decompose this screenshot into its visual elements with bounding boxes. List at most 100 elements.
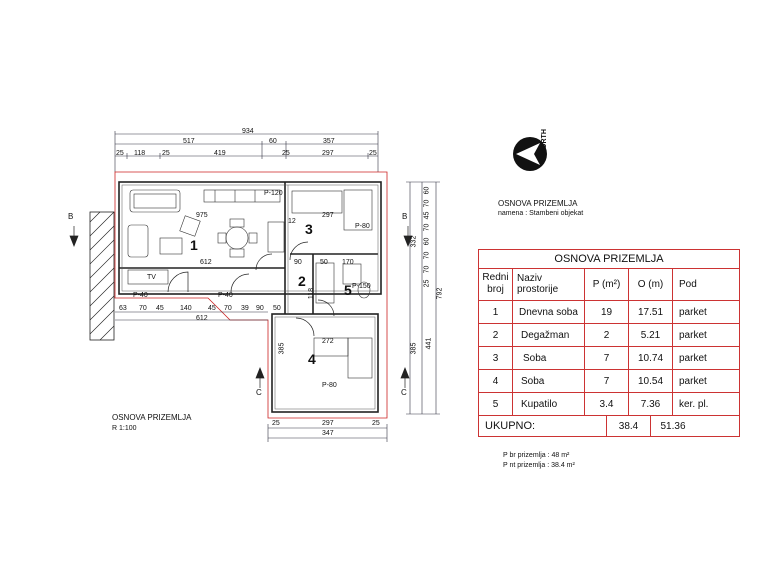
section-label-b-left: B bbox=[68, 212, 74, 221]
dim-right-r2: 70 bbox=[423, 199, 431, 208]
cell-o: 7.36 bbox=[629, 393, 673, 415]
section-markers bbox=[69, 226, 413, 388]
cell-p: 7 bbox=[585, 347, 629, 369]
room-number-5: 5 bbox=[344, 282, 352, 298]
window-label-p80-room4: P-80 bbox=[322, 382, 337, 389]
dim-inner-975: 975 bbox=[196, 212, 208, 219]
dim-right-r3: 45 bbox=[423, 211, 431, 220]
dim-top-t1: 25 bbox=[116, 150, 124, 157]
dim-bottom-b8: 90 bbox=[256, 305, 264, 312]
hatched-wall bbox=[89, 211, 115, 341]
table-header-pod: Pod bbox=[673, 268, 739, 301]
dim-bottom-b5: 45 bbox=[208, 305, 216, 312]
heading-namena: namena : Stambeni objekat bbox=[498, 210, 584, 217]
window-label-p40-right: P-40 bbox=[218, 292, 233, 299]
room-table: OSNOVA PRIZEMLJA Redni broj Naziv prosto… bbox=[478, 249, 740, 437]
table-header-pod-text: Pod bbox=[679, 278, 697, 290]
heading-title: OSNOVA PRIZEMLJA bbox=[498, 199, 578, 208]
room-table-title: OSNOVA PRIZEMLJA bbox=[479, 250, 739, 269]
table-header-o-text: O (m) bbox=[637, 278, 664, 290]
section-label-b-right: B bbox=[402, 212, 408, 221]
window-label-p40-left: P-40 bbox=[133, 292, 148, 299]
dim-top-t6: 297 bbox=[322, 150, 334, 157]
plan-caption-title: OSNOVA PRIZEMLJA bbox=[112, 413, 192, 422]
total-p: 38.4 bbox=[607, 416, 651, 436]
dim-inner-272: 272 bbox=[322, 338, 334, 345]
cell-o: 17.51 bbox=[629, 301, 673, 323]
wall-lines bbox=[118, 181, 382, 413]
dim-top-t2: 118 bbox=[134, 150, 146, 157]
plan-caption-scale: R 1:100 bbox=[112, 425, 137, 432]
cell-name: Dnevna soba bbox=[513, 301, 585, 323]
cell-p: 2 bbox=[585, 324, 629, 346]
dim-bottom-b3: 45 bbox=[156, 305, 164, 312]
window-label-p80-room3: P-80 bbox=[355, 223, 370, 230]
table-row: 5 Kupatilo 3.4 7.36 ker. pl. bbox=[479, 393, 739, 416]
tv-label: TV bbox=[147, 274, 156, 281]
dim-top-c: 357 bbox=[323, 138, 335, 145]
table-row: 3 Soba 7 10.74 parket bbox=[479, 347, 739, 370]
cell-no: 3 bbox=[479, 347, 513, 369]
cell-pod: parket bbox=[679, 306, 707, 318]
cell-p: 7 bbox=[585, 370, 629, 392]
dim-bottom-w1: 25 bbox=[272, 420, 280, 427]
room-number-1: 1 bbox=[190, 237, 198, 253]
cell-p: 19 bbox=[585, 301, 629, 323]
section-label-c-left: C bbox=[256, 388, 262, 397]
cell-pod: parket bbox=[679, 329, 707, 341]
dim-top-t4: 419 bbox=[214, 150, 226, 157]
dim-right-r12: 385 bbox=[410, 342, 418, 355]
cell-pod: parket bbox=[679, 352, 707, 364]
cell-no: 4 bbox=[479, 370, 513, 392]
cell-name: Soba bbox=[513, 347, 585, 369]
dim-inner-297: 297 bbox=[322, 212, 334, 219]
cell-name: Degažman bbox=[513, 324, 585, 346]
bottom-dimension-lines bbox=[115, 311, 388, 442]
top-dimension-lines bbox=[114, 131, 379, 172]
dim-bottom-b7: 39 bbox=[241, 305, 249, 312]
door-label-p120: P-120 bbox=[264, 190, 283, 197]
dim-inner-612: 612 bbox=[200, 259, 212, 266]
right-dimension-lines bbox=[406, 181, 440, 415]
table-header-p: P (m²) bbox=[585, 268, 629, 301]
total-label: UKUPNO: bbox=[479, 416, 607, 436]
dim-top-a: 517 bbox=[183, 138, 195, 145]
cell-pod: ker. pl. bbox=[679, 398, 709, 410]
dim-right-r1: 60 bbox=[423, 186, 431, 195]
dim-right-r4: 70 bbox=[423, 223, 431, 232]
cell-o: 5.21 bbox=[629, 324, 673, 346]
cell-no: 5 bbox=[479, 393, 513, 415]
cell-name: Soba bbox=[513, 370, 585, 392]
dim-top-t5: 25 bbox=[282, 150, 290, 157]
dim-right-r5: 60 bbox=[423, 237, 431, 246]
table-row: 1 Dnevna soba 19 17.51 parket bbox=[479, 301, 739, 324]
cell-o: 10.74 bbox=[629, 347, 673, 369]
dim-bottom-w2: 297 bbox=[322, 420, 334, 427]
table-header-name-text: Naziv prostorije bbox=[517, 273, 559, 295]
cell-o: 10.54 bbox=[629, 370, 673, 392]
north-label: NORTH bbox=[541, 129, 548, 154]
dim-inner-170: 170 bbox=[342, 259, 354, 266]
dim-bottom-b1: 63 bbox=[119, 305, 127, 312]
cell-no: 1 bbox=[479, 301, 513, 323]
area-net: P nt prizemlja : 38.4 m² bbox=[503, 462, 575, 469]
dim-inner-90: 90 bbox=[294, 259, 302, 266]
window-label-p150: P-150 bbox=[352, 283, 371, 290]
dim-inner-50: 50 bbox=[320, 259, 328, 266]
cell-pod: parket bbox=[679, 375, 707, 387]
dim-bottom-w4: 347 bbox=[322, 430, 334, 437]
dim-right-r10: 792 bbox=[436, 287, 444, 300]
dim-inner-385: 385 bbox=[278, 342, 286, 355]
table-total-row: UKUPNO: 38.4 51.36 bbox=[479, 416, 739, 436]
dim-right-r7: 70 bbox=[423, 265, 431, 274]
dim-right-r9: 332 bbox=[410, 235, 418, 248]
cell-name: Kupatilo bbox=[513, 393, 585, 415]
furniture bbox=[127, 189, 373, 379]
inner-wall-lines bbox=[121, 184, 379, 410]
dim-right-r11: 441 bbox=[425, 337, 433, 350]
cell-no: 2 bbox=[479, 324, 513, 346]
total-o: 51.36 bbox=[660, 420, 686, 432]
table-header-no-text: Redni broj bbox=[482, 272, 509, 295]
dim-inner-118: 118 bbox=[308, 287, 316, 300]
